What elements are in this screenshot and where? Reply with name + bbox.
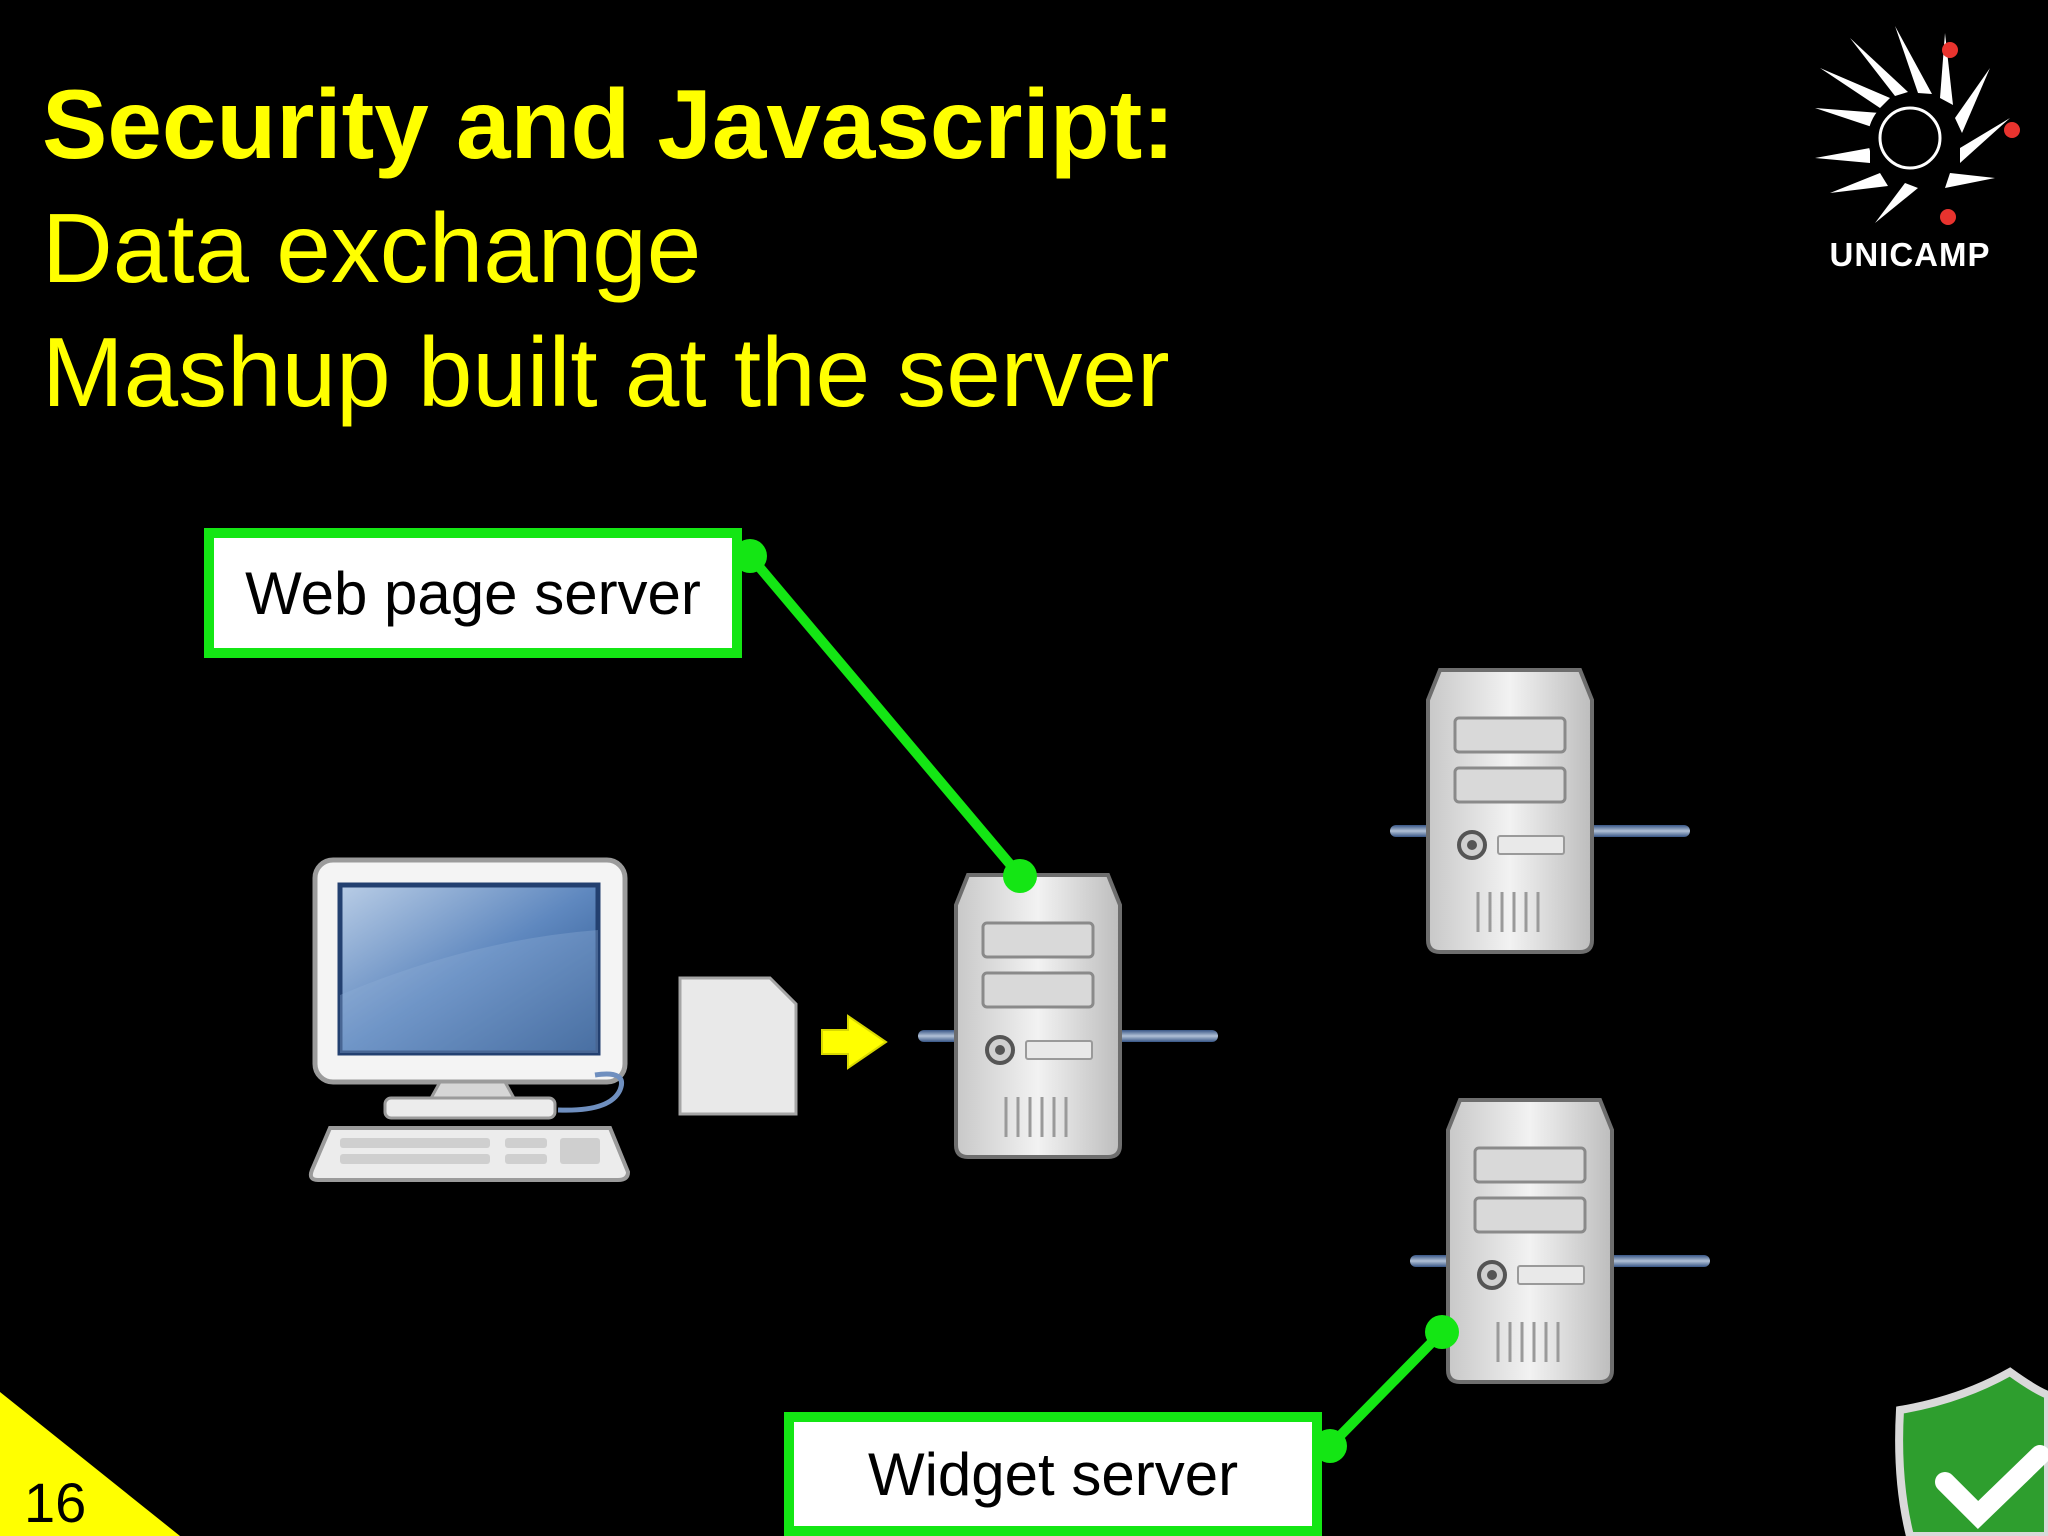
title-line-3: Mashup built at the server (42, 317, 1170, 427)
unicamp-logo-text: UNICAMP (1829, 236, 1991, 273)
right-arrow-icon (821, 1014, 888, 1070)
desktop-computer-icon (308, 857, 631, 1182)
page-number: 16 (24, 1471, 87, 1534)
document-icon (678, 976, 798, 1116)
slide-title: Security and Javascript: Data exchange M… (42, 62, 1175, 434)
title-line-1: Security and Javascript: (42, 69, 1175, 179)
title-line-2: Data exchange (42, 193, 702, 303)
web-page-server-callout: Web page server (204, 528, 742, 658)
server-icon (1388, 668, 1692, 954)
server-icon (916, 873, 1220, 1159)
widget-server-callout-connector (1313, 1315, 1459, 1463)
web-server-callout-connector (733, 539, 1037, 893)
shield-check-icon (1895, 1367, 2048, 1536)
widget-server-callout: Widget server (784, 1412, 1322, 1536)
page-number-badge (0, 1392, 180, 1536)
unicamp-logo-icon (1815, 26, 2020, 225)
